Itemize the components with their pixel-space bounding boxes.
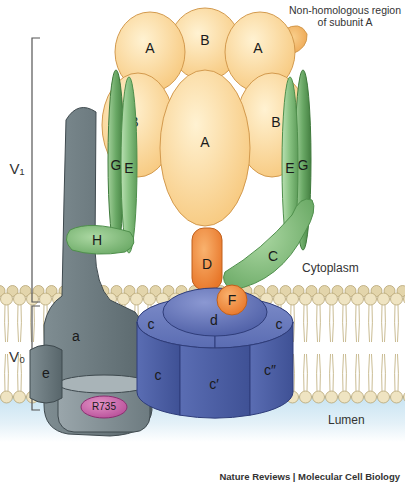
domain-bracket [32,38,40,302]
rotor-subunit: D [190,226,224,292]
subunit-letter: D [202,257,212,271]
subunit-letter: c [148,317,155,331]
subunit-letter: c′ [209,377,219,391]
rotor-subunit: d [161,286,269,338]
subunit-letter: G [111,158,122,172]
credit-line: Nature Reviews | Molecular Cell Biology [160,472,400,483]
accessory-subunit: e [28,340,64,408]
rotor-subunit: F [215,283,249,317]
subunit-letter: R735 [92,402,116,412]
subunit-letter: E [124,161,133,175]
stator-subunit: H [60,218,142,260]
subunit-outline [81,396,127,418]
subunit-outline [58,375,150,393]
subunit-outline [180,345,250,418]
proteolipid-ring-subunit: c″ [248,320,295,418]
subunit-letter: c [276,317,283,331]
annotation-text: Non-homologous region of subunit A [288,4,402,28]
subunit-letter: B [271,115,280,129]
domain-label: V₀ [4,348,30,365]
subunit-outline [250,322,293,415]
stalk-subunit: E [119,75,139,255]
subunit-outline [30,345,62,403]
subunit-letter: H [92,233,102,247]
subunit-letter: e [42,366,50,380]
subunit-letter: C [268,249,278,263]
residue-marker: R735 [80,395,128,419]
subunit-outline [121,77,137,253]
subunit-outline [163,288,267,336]
subunit-shape [161,286,269,338]
subunit-a-catalytic: A [158,68,252,228]
subunit-letter: F [228,293,237,307]
subunit-letter: c″ [264,363,276,377]
subunit-letter: A [253,41,262,55]
subunit-letter: E [285,161,294,175]
subunit-outline [137,322,180,415]
proteolipid-ring-subunit: c [135,320,182,418]
subunit-letter: a [72,329,80,343]
subunit-letter: d [210,313,218,327]
proteolipid-ring-subunit: c′ [178,343,252,419]
subunit-letter: c [155,368,162,382]
compartment-label: Lumen [328,414,400,428]
compartment-label: Cytoplasm [302,262,402,276]
subunit-shape [218,190,320,294]
subunit-outline [192,228,222,290]
subunit-outline [224,199,314,290]
domain-label: V₁ [4,160,30,177]
subunit-letter: B [200,33,209,47]
subunit-letter: G [298,158,309,172]
subunit-outline [66,225,134,254]
subunit-outline [217,285,247,315]
subunit-letter: A [200,135,209,149]
stator-subunit: C [218,190,320,294]
subunit-outline [160,70,250,226]
subunit-letter: A [145,41,154,55]
